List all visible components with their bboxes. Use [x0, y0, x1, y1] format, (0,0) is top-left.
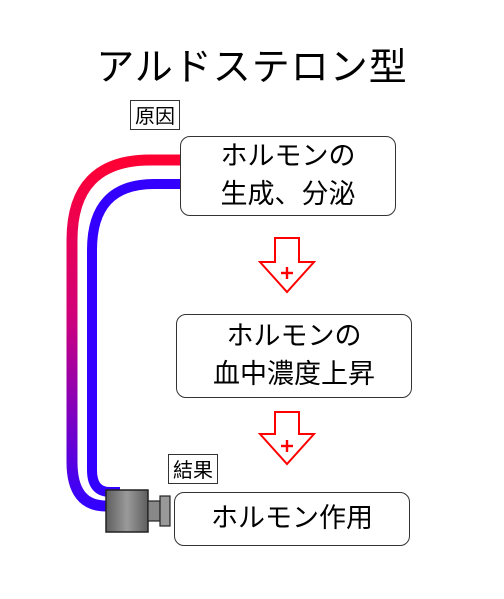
step-box-secretion: ホルモンの 生成、分泌 [180, 136, 396, 216]
cause-label: 原因 [130, 100, 180, 130]
step-text-blood-concentration: ホルモンの 血中濃度上昇 [213, 321, 375, 390]
step-box-hormone-action: ホルモン作用 [174, 492, 410, 546]
flow-arrow-icon-1 [257, 237, 317, 294]
step-text-secretion: ホルモンの 生成、分泌 [220, 141, 356, 210]
flow-arrow-icon-2 [257, 411, 317, 466]
step-box-blood-concentration: ホルモンの 血中濃度上昇 [176, 314, 412, 398]
step-text-hormone-action: ホルモン作用 [211, 503, 373, 534]
diagram-title: アルドステロン型 [96, 45, 408, 89]
result-label: 結果 [168, 454, 218, 484]
inner-pipe [87, 179, 182, 497]
valve-icon [105, 489, 171, 533]
outer-pipe [66, 154, 182, 512]
